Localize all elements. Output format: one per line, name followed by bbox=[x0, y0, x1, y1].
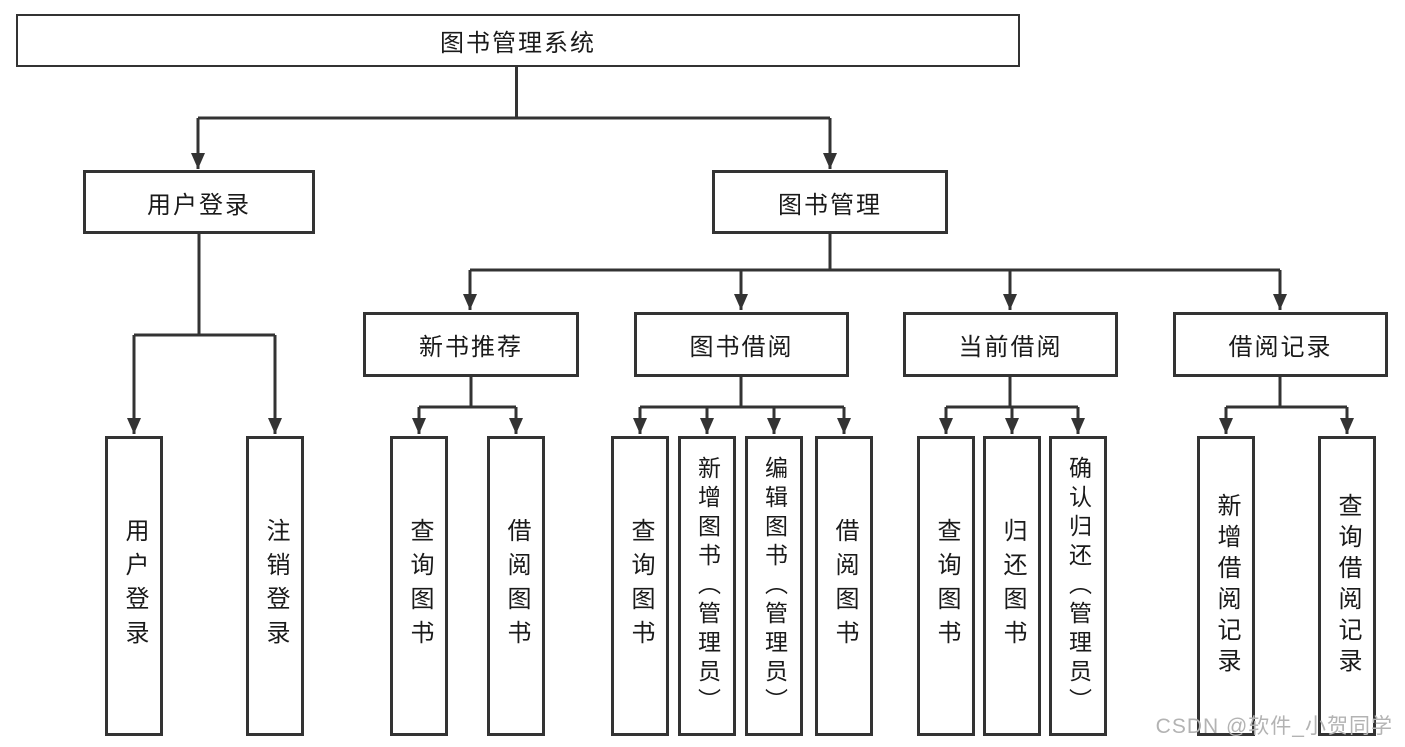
node-library-management-system: 图书管理系统 bbox=[16, 14, 1020, 67]
leaf-edit-books-admin: 编辑图书（管理员） bbox=[745, 436, 803, 736]
leaf-query-borrow-record: 查询借阅记录 bbox=[1318, 436, 1376, 736]
leaf-query-books-current: 查询图书 bbox=[917, 436, 975, 736]
leaf-label: 用户登录 bbox=[121, 518, 148, 654]
leaf-label: 编辑图书（管理员） bbox=[761, 455, 788, 717]
node-borrowing-records: 借阅记录 bbox=[1173, 312, 1388, 377]
node-user-login: 用户登录 bbox=[83, 170, 315, 234]
leaf-label: 新增借阅记录 bbox=[1213, 493, 1240, 679]
leaf-borrow-books-borrow: 借阅图书 bbox=[815, 436, 873, 736]
node-label: 借阅记录 bbox=[1228, 334, 1333, 361]
node-book-management: 图书管理 bbox=[712, 170, 948, 234]
leaf-label: 确认归还（管理员） bbox=[1065, 455, 1092, 717]
node-label: 新书推荐 bbox=[419, 334, 523, 361]
node-label: 当前借阅 bbox=[958, 334, 1063, 361]
tree-branch-lines bbox=[134, 67, 1347, 409]
leaf-label: 查询图书 bbox=[406, 518, 433, 654]
leaf-label: 借阅图书 bbox=[503, 518, 530, 654]
leaf-label: 查询图书 bbox=[627, 518, 654, 654]
leaf-query-books-newbooks: 查询图书 bbox=[390, 436, 448, 736]
leaf-label: 查询图书 bbox=[933, 518, 960, 654]
node-current-borrowing: 当前借阅 bbox=[903, 312, 1118, 377]
leaf-label: 归还图书 bbox=[999, 518, 1026, 654]
node-book-borrowing: 图书借阅 bbox=[634, 312, 849, 377]
leaf-query-books-borrow: 查询图书 bbox=[611, 436, 669, 736]
leaf-return-books: 归还图书 bbox=[983, 436, 1041, 736]
leaf-label: 注销登录 bbox=[262, 518, 289, 654]
leaf-add-borrow-record: 新增借阅记录 bbox=[1197, 436, 1255, 736]
leaf-confirm-return-admin: 确认归还（管理员） bbox=[1049, 436, 1107, 736]
leaf-logout: 注销登录 bbox=[246, 436, 304, 736]
leaf-label: 新增图书（管理员） bbox=[694, 455, 721, 717]
node-new-book-recommend: 新书推荐 bbox=[363, 312, 579, 377]
leaf-label: 借阅图书 bbox=[831, 518, 858, 654]
node-label: 图书管理系统 bbox=[440, 30, 596, 57]
leaf-label: 查询借阅记录 bbox=[1334, 493, 1361, 679]
node-label: 图书管理 bbox=[778, 191, 882, 219]
csdn-watermark: CSDN @软件_小贺同学 bbox=[1155, 715, 1393, 738]
leaf-borrow-books-newbooks: 借阅图书 bbox=[487, 436, 545, 736]
leaf-user-login: 用户登录 bbox=[105, 436, 163, 736]
leaf-add-books-admin: 新增图书（管理员） bbox=[678, 436, 736, 736]
node-label: 图书借阅 bbox=[689, 334, 794, 361]
node-label: 用户登录 bbox=[147, 191, 251, 219]
